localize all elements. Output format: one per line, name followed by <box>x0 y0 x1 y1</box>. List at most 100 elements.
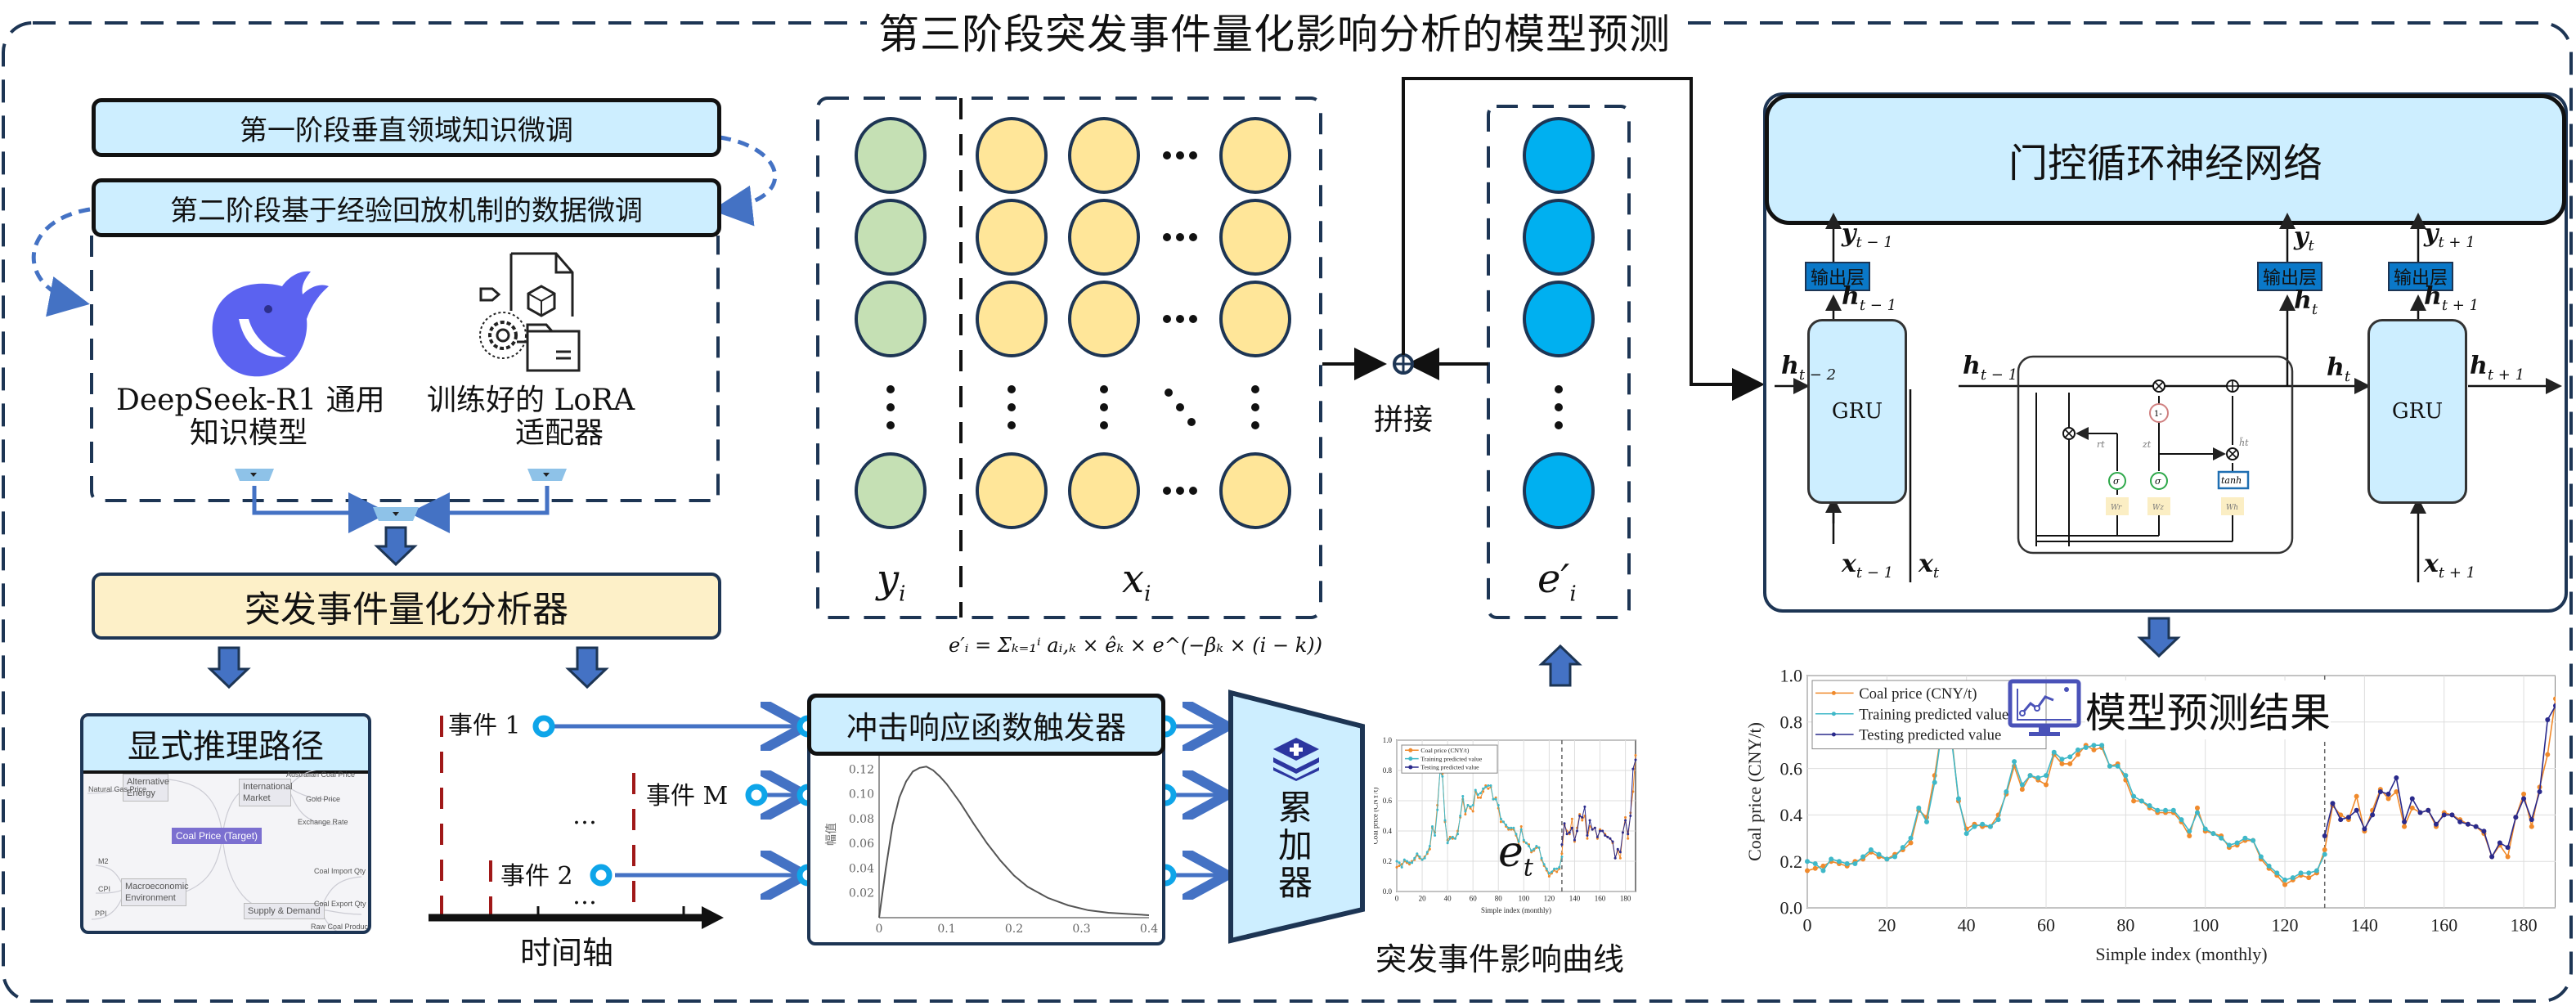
legend-entry: Coal price (CNY/t) <box>1859 685 1977 703</box>
data-point <box>1601 829 1604 833</box>
data-point <box>1560 855 1564 858</box>
data-point <box>1604 834 1607 838</box>
x-tick-label: 0.2 <box>1005 923 1023 936</box>
outer-frame <box>2 21 2573 1003</box>
data-point <box>2131 798 2137 804</box>
mindmap-leaf: Raw Coal Production <box>311 923 370 931</box>
y-tick-label: 1.0 <box>1383 736 1393 744</box>
data-point <box>2242 835 2248 841</box>
data-point <box>2179 817 2184 823</box>
data-point <box>1443 819 1447 822</box>
y-tick-label: 0.02 <box>849 887 874 900</box>
data-point <box>2553 703 2556 708</box>
output-layer-cur: 输出层 <box>2257 262 2322 291</box>
data-point <box>1522 838 1525 842</box>
data-point <box>1528 845 1531 847</box>
data-point <box>1624 815 1627 819</box>
data-point <box>1591 828 1594 831</box>
data-point <box>2051 749 2057 755</box>
data-point <box>2258 854 2264 860</box>
data-point <box>2481 829 2487 834</box>
impulse-header: 冲击响应函数触发器 <box>807 694 1165 756</box>
data-point <box>2059 761 2065 766</box>
y-axis-label: Coal price (CNY/t) <box>1744 722 1765 861</box>
data-point <box>1530 849 1533 852</box>
data-point <box>1512 826 1515 829</box>
x-tick-label: 180 <box>2511 915 2538 936</box>
data-point <box>1416 852 1419 856</box>
data-point <box>2075 752 2080 757</box>
data-point <box>1464 810 1467 813</box>
data-point <box>1613 856 1617 860</box>
legend-entry: Testing predicted value <box>1859 727 2001 744</box>
stage1-box: 第一阶段垂直领域知识微调 <box>92 98 721 157</box>
model-container <box>90 236 720 502</box>
x-tick-label: 80 <box>1495 895 1503 903</box>
data-point <box>1812 865 1818 871</box>
data-point <box>1560 843 1564 847</box>
mindmap-center: Coal Price (Target) <box>172 828 263 844</box>
data-point <box>1805 868 1810 874</box>
data-point <box>1573 838 1576 842</box>
data-point <box>1494 797 1497 801</box>
legend-entry: Testing predicted value <box>1420 764 1479 771</box>
data-point <box>1489 784 1492 787</box>
y-next-symbol: yt + 1 <box>2424 219 2475 251</box>
data-point <box>1581 819 1584 822</box>
data-point <box>1479 792 1483 795</box>
event-2-label: 事件 2 <box>500 862 573 891</box>
data-point <box>2505 854 2511 860</box>
data-point <box>2226 842 2232 848</box>
impulse-chart: 0.020.040.060.080.100.120.1400.10.20.30.… <box>825 739 1158 936</box>
data-point <box>1451 835 1454 838</box>
data-point <box>1501 820 1505 824</box>
legend-entry: Training predicted value <box>1859 706 2008 723</box>
data-point <box>2266 863 2272 869</box>
data-point <box>1405 860 1408 863</box>
data-point <box>1517 843 1520 847</box>
data-point <box>1547 875 1551 878</box>
data-point <box>1618 856 1622 860</box>
data-point <box>1844 861 1850 867</box>
data-point <box>1408 861 1411 865</box>
data-point <box>1876 851 1882 857</box>
data-point <box>2529 824 2534 829</box>
data-point <box>2163 807 2169 813</box>
y-tick-label: 0.04 <box>849 862 874 875</box>
et-overlay: et <box>1498 828 1533 882</box>
data-point <box>1395 860 1398 863</box>
y-tick-label: 0.2 <box>1383 857 1392 865</box>
x-tick-label: 100 <box>1519 895 1530 903</box>
data-point <box>2187 829 2192 834</box>
data-point <box>1420 858 1424 861</box>
stage2-label: 第二阶段基于经验回放机制的数据微调 <box>170 194 643 227</box>
data-point <box>1892 854 1898 860</box>
base-model-label-2: 知识模型 <box>190 416 308 450</box>
data-point <box>2004 789 2009 794</box>
y-prev-symbol: yt − 1 <box>1842 219 1893 251</box>
data-point <box>1595 835 1599 838</box>
data-point <box>2345 815 2351 820</box>
mindmap-leaf: Coal Import Qty <box>314 867 366 875</box>
x-tick-label: 0 <box>876 923 883 936</box>
data-point <box>2322 847 2327 852</box>
base-model-label-1: DeepSeek-R1 通用 <box>116 384 385 417</box>
data-point <box>1812 861 1818 867</box>
data-point <box>2426 807 2431 813</box>
data-point <box>2027 773 2033 779</box>
x-tick-label: 100 <box>2192 915 2219 936</box>
data-point <box>2402 824 2408 829</box>
gru-cell-prev: GRU <box>1807 319 1907 504</box>
lora-adapter-icon <box>479 252 581 372</box>
y-tick-label: 0.0 <box>1780 898 1803 918</box>
x-axis-label: Simple index (monthly) <box>2095 944 2267 964</box>
data-point <box>1631 790 1635 793</box>
data-point <box>1611 840 1614 843</box>
y-tick-label: 0.0 <box>1383 887 1393 896</box>
legend-marker <box>1408 765 1413 770</box>
x-tick-label: 140 <box>2351 915 2378 936</box>
output-layer-next: 输出层 <box>2388 262 2453 291</box>
data-point <box>1560 852 1564 856</box>
data-point <box>1519 824 1523 828</box>
